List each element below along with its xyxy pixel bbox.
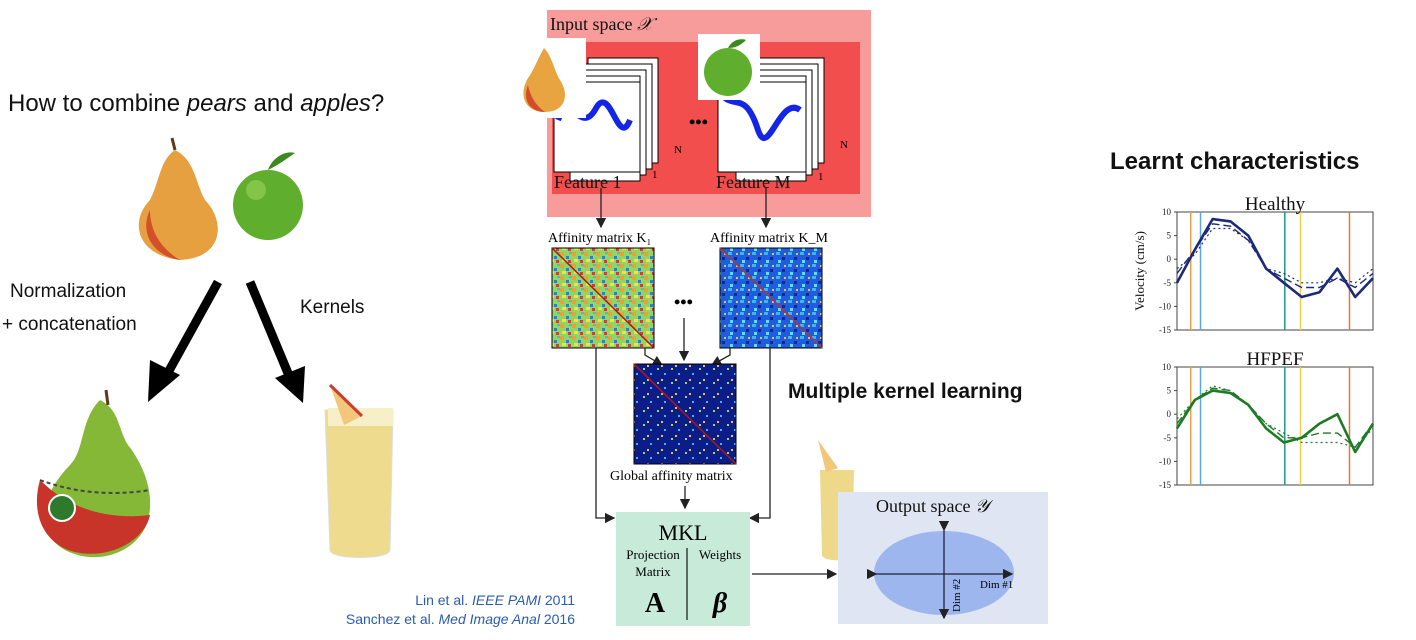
series-line: [1175, 217, 1374, 299]
y-tick-label: -15: [1159, 325, 1171, 335]
arrow-right-icon: [245, 280, 305, 403]
hfpef-chart: 10 5 0 -5 -10 -15 HFPEF: [1159, 349, 1375, 490]
kernels-label: Kernels: [300, 297, 365, 318]
concatenation-label: + concatenation: [2, 314, 137, 335]
chart-title: Healthy: [1245, 194, 1306, 215]
series-line: [1176, 387, 1374, 448]
affinity-matrix-1-label: Affinity matrix K₁: [548, 231, 651, 246]
fruit-illustration: [36, 137, 394, 558]
plot-frame: [1176, 366, 1374, 486]
stitched-fruit-image: [36, 389, 151, 558]
matrix-ellipsis: •••: [674, 292, 693, 312]
stack-bottom-label: 1: [652, 169, 658, 181]
y-tick-label: 0: [1167, 254, 1172, 264]
projection-label: Projection: [626, 547, 680, 562]
matrix-label: Matrix: [635, 564, 671, 579]
reference-sanchez[interactable]: Sanchez et al. Med Image Anal 2016: [345, 611, 575, 627]
y-tick-label: -5: [1164, 433, 1172, 443]
stack-bottom-label-m: 1: [818, 171, 824, 183]
y-tick-label: -15: [1159, 480, 1171, 490]
apple-image: [233, 152, 303, 240]
y-tick-label: -10: [1159, 301, 1171, 311]
apple-thumbnail: [698, 34, 760, 100]
arrow-left-icon: [148, 279, 222, 402]
y-tick-label: 0: [1167, 409, 1172, 419]
beta-symbol: β: [712, 588, 728, 619]
series-line: [1176, 227, 1374, 284]
feature1-stack: [553, 57, 659, 182]
affinity-matrix-m-label: Affinity matrix K_M: [710, 231, 829, 246]
dim1-label: Dim #1: [980, 579, 1013, 591]
dim2-label: Dim #2: [951, 579, 963, 612]
y-tick-label: -10: [1159, 456, 1171, 466]
y-tick-label: 5: [1167, 386, 1172, 396]
mkl-diagram: Input space 𝒳 N 1 Feature 1 ••• N 1 Feat…: [514, 10, 1048, 626]
series-line: [1175, 389, 1375, 454]
y-tick-label: -5: [1164, 278, 1172, 288]
y-tick-label: 10: [1162, 362, 1172, 372]
featureM-label: Feature M: [716, 172, 790, 192]
y-axis-label: Velocity (cm/s): [1132, 231, 1147, 311]
learnt-characteristics-title: Learnt characteristics: [1110, 148, 1360, 175]
global-affinity-label: Global affinity matrix: [610, 469, 733, 484]
series-line: [1176, 385, 1374, 448]
mkl-label: MKL: [659, 520, 708, 545]
matrix-a-symbol: A: [645, 588, 666, 619]
juice-glass-image: [324, 383, 394, 558]
y-tick-label: 10: [1162, 207, 1172, 217]
mkl-heading: Multiple kernel learning: [788, 380, 1023, 403]
output-space-label: Output space 𝒴: [876, 496, 994, 516]
series-line: [1176, 223, 1374, 289]
pear-image: [138, 137, 218, 260]
stack-top-label-m: N: [840, 139, 848, 151]
reference-lin[interactable]: Lin et al. IEEE PAMI 2011: [415, 592, 575, 608]
feature1-label: Feature 1: [554, 172, 621, 192]
chart-title: HFPEF: [1246, 349, 1303, 370]
normalization-label: Normalization: [10, 281, 127, 302]
featureM-stack: [717, 57, 825, 182]
input-space-label: Input space 𝒳: [550, 14, 658, 34]
weights-label: Weights: [699, 547, 741, 562]
pear-thumbnail: [514, 38, 586, 118]
y-tick-label: 5: [1167, 231, 1172, 241]
mkl-box: [616, 512, 750, 626]
question-heading: How to combine pears and apples?: [8, 90, 385, 117]
feature-ellipsis: •••: [689, 112, 708, 132]
stack-top-label: N: [674, 144, 682, 156]
